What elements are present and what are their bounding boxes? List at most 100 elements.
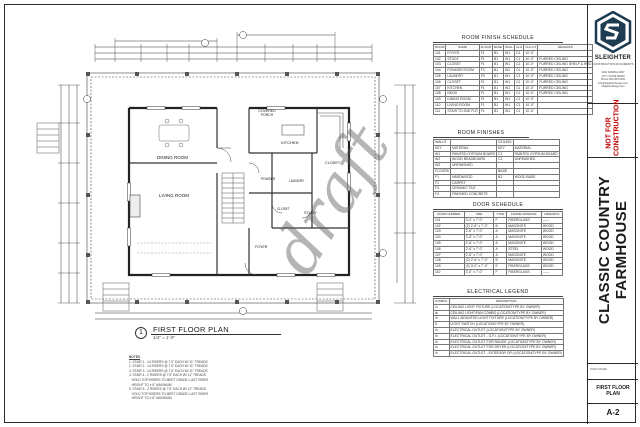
floor-plan-drawing [36,31,416,320]
divider [588,363,638,364]
plan-title: FIRST FLOOR PLAN [153,325,229,334]
brand-name: SLEIGHTER [594,55,632,61]
table-cell: A [493,228,508,236]
table-cell: A [493,245,508,253]
table-cell: PAINTED GYPSUM BOARD [449,150,498,158]
table-cell [512,191,560,198]
divider [588,403,638,404]
table-cell: HARDWOOD [449,173,498,181]
address-line: 1234 SAMPLE WAY [601,71,625,74]
table-cell: UNFINISHED [512,156,560,164]
table-cell: WOOD BEADBOARD [449,156,498,164]
table-cell: ⊜ [433,350,450,357]
table-cell: 2'-6" x 7'-0" [463,245,495,253]
table-cell: F1 [478,49,494,57]
room-label-closet2: CLOSET [277,207,290,211]
table-cell: WOOD [540,222,564,230]
table-cell: F4 [433,191,451,198]
table-cell: WOOD BASE [512,173,560,181]
table-cell: ELECTRICAL OUTLET - EXTERIOR GFI (LOCATI… [448,350,564,357]
table-row: ⊜ELECTRICAL OUTLET FOR RANGE (LOCATION/T… [433,338,564,346]
note-line: HOLD TOP RISERS TO MEET GRADE; LAST RISE… [129,377,208,382]
room-finish-schedule-title: ROOM FINISH SCHEDULE [433,35,563,43]
table-cell: PAINTED GYPSUM BOARD [512,150,560,158]
table-cell: FURRED CEILING SHELF & ROD [537,61,594,69]
table-cell: 102 [432,55,447,63]
table-cell: F1 [478,107,494,115]
table-cell: MATERIAL [449,144,498,152]
door-schedule-title: DOOR SCHEDULE [433,202,563,210]
plan-title-underline [151,334,281,335]
table-cell: WOOD [540,245,564,253]
room-label-foyer: FOYER [255,245,268,249]
room-label-dining: DINING ROOM [157,155,188,160]
notes-heading: NOTES [129,355,140,359]
table-cell: C1 [514,107,525,115]
sleighter-logo-icon [594,11,632,53]
table-cell: F [493,216,508,224]
table-header-cell: CLG HT [523,44,539,51]
room-label-covered: COVERED PORCH [258,109,276,117]
not-for-construction-text: NOT FOR CONSTRUCTION [605,99,621,156]
table-cell: CEILING [496,139,514,146]
table-cell: MATERIAL [512,144,560,152]
table-cell: STAIR TO 2ND FLR [445,107,480,115]
table-cell: ELECTRICAL OUTLET FOR DRYER (LOCATION/TY… [448,344,564,352]
drawing-sheet: DINING ROOM LIVING ROOM KITCHEN COVERED … [4,4,638,424]
title-block: SLEIGHTER CONSTRUCTION DOCUMENTS 1234 SA… [587,5,638,424]
date-label: DATE ISSUED [590,368,608,371]
table-cell: FIBERGLASS [506,268,542,276]
table-row: ⊜ELECTRICAL OUTLET - G.F.I. (LOCATION/TY… [433,332,564,340]
project-name-block: CLASSIC COUNTRY FARMHOUSE [588,155,638,345]
table-cell: (2) 2'-6" x 7'-0" [463,222,495,230]
sheet-number: A-2 [606,408,620,417]
table-cell: W1 [503,107,516,115]
table-cell: 110 [433,268,465,276]
table-cell: UNFINISHED [449,162,498,169]
table-header-cell: CLG [514,44,525,51]
plan-scale: 1/4" = 1'-0" [153,335,175,340]
table-cell: A [493,234,508,241]
room-label-closet: CLOSET [325,161,341,165]
table-header-cell: WALL [503,44,516,51]
electrical-legend-title: ELECTRICAL LEGEND [433,289,563,297]
table-row: ⊜ELECTRICAL OUTLET FOR DRYER (LOCATION/T… [433,344,564,352]
table-cell [537,107,594,115]
divider [588,157,638,158]
table-cell [449,139,498,146]
table-cell: B1 [492,107,505,115]
table-cell: C1 [514,55,525,63]
table-row: ⊗CEILING LIGHT/FAN COMBO (LOCATION/TYPE … [433,309,564,317]
divider [588,379,638,380]
room-finishes-title: ROOM FINISHES [433,130,529,138]
table-cell: F1 [478,55,494,63]
note-line: 1. STAIR 1 - 14 RISERS @ 7.5" EACH W/ 11… [129,359,208,364]
table-header-cell: DOOR NUMBER [433,211,465,218]
address-line: sleighterdesign.com [601,85,625,89]
table-cell [512,179,560,187]
room-label-laundry: LAUNDRY [289,179,305,183]
table-header-cell: SYMBOL [433,298,450,305]
table-cell: WALL MOUNTED LIGHT FIXTURE (LOCATION/TYP… [448,315,564,323]
